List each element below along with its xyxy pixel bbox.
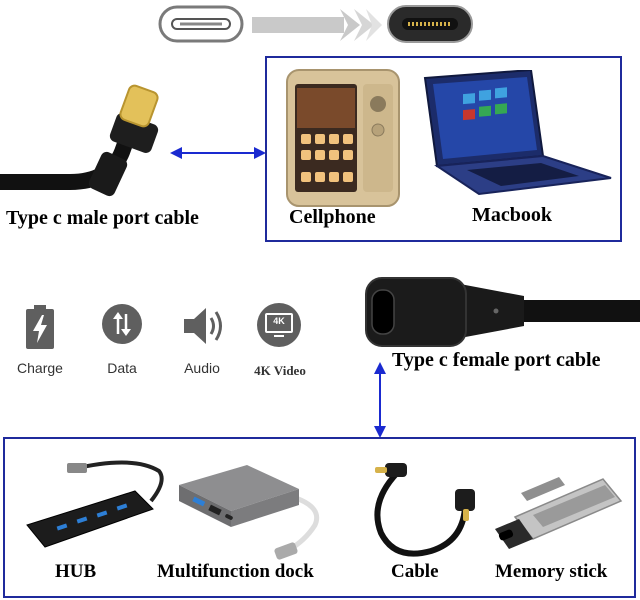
direction-arrow-icon: [252, 7, 382, 43]
memory-stick-image: [495, 463, 625, 559]
data-transfer-icon: [102, 304, 142, 344]
double-arrow-vertical-icon: [372, 362, 388, 438]
multifunction-dock-image: [175, 461, 327, 563]
usb-c-port-dark: [386, 4, 474, 44]
feature-label-charge: Charge: [17, 360, 63, 376]
compatible-items-box: HUB Multifunction dock Cable: [3, 437, 636, 598]
devices-box: Cellphone Macbook: [265, 56, 622, 242]
item-label-cable: Cable: [391, 561, 439, 582]
female-cable-image: [364, 270, 640, 352]
feature-label-audio: Audio: [184, 360, 220, 376]
feature-label-data: Data: [107, 360, 137, 376]
speaker-icon: [182, 306, 226, 346]
laptop-image: [419, 68, 615, 198]
double-arrow-horizontal-icon: [170, 145, 266, 161]
cellphone-image: [285, 68, 401, 208]
female-cable-label: Type c female port cable: [392, 349, 601, 371]
macbook-label: Macbook: [472, 204, 552, 226]
male-cable-image: [0, 82, 180, 200]
usb-c-plug-light: [158, 5, 244, 43]
item-label-hub: HUB: [55, 561, 97, 582]
battery-charge-icon: [24, 305, 56, 349]
short-cable-image: [371, 453, 483, 561]
monitor-4k-badge: 4K: [273, 316, 285, 326]
usb-hub-image: [23, 447, 165, 559]
feature-label-4k-video: 4K Video: [254, 363, 306, 378]
cellphone-label: Cellphone: [289, 206, 376, 228]
monitor-4k-icon: 4K: [256, 302, 302, 348]
item-label-multifunction-dock: Multifunction dock: [157, 561, 314, 582]
male-cable-label: Type c male port cable: [6, 207, 199, 229]
item-label-memory-stick: Memory stick: [495, 561, 608, 582]
